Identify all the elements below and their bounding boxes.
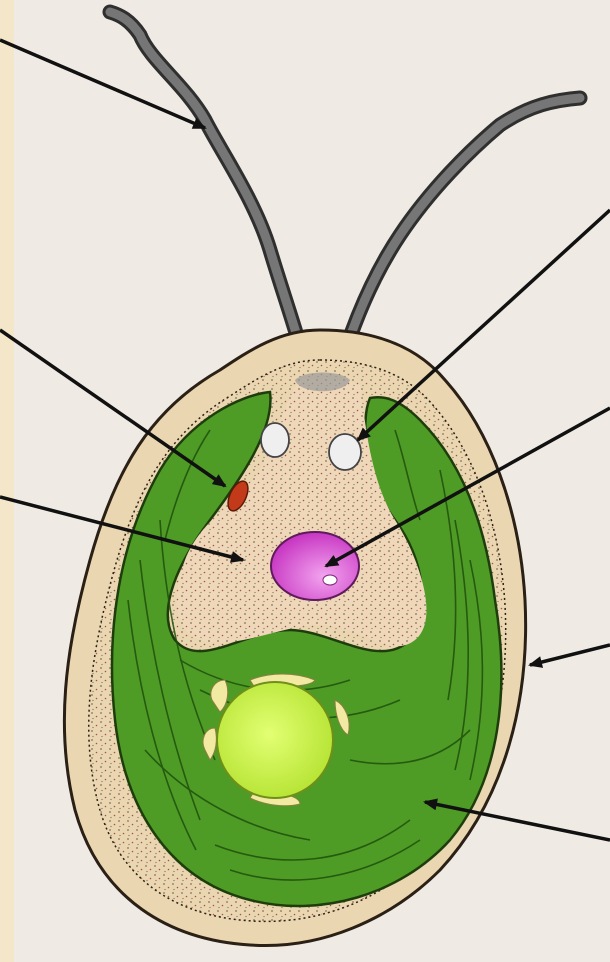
nucleolus (323, 575, 337, 585)
contractile-vacuole-left (261, 423, 289, 457)
left-border-strip (0, 0, 14, 962)
contractile-vacuole-right (329, 434, 361, 470)
pyrenoid (217, 682, 333, 798)
nucleus (271, 532, 359, 600)
